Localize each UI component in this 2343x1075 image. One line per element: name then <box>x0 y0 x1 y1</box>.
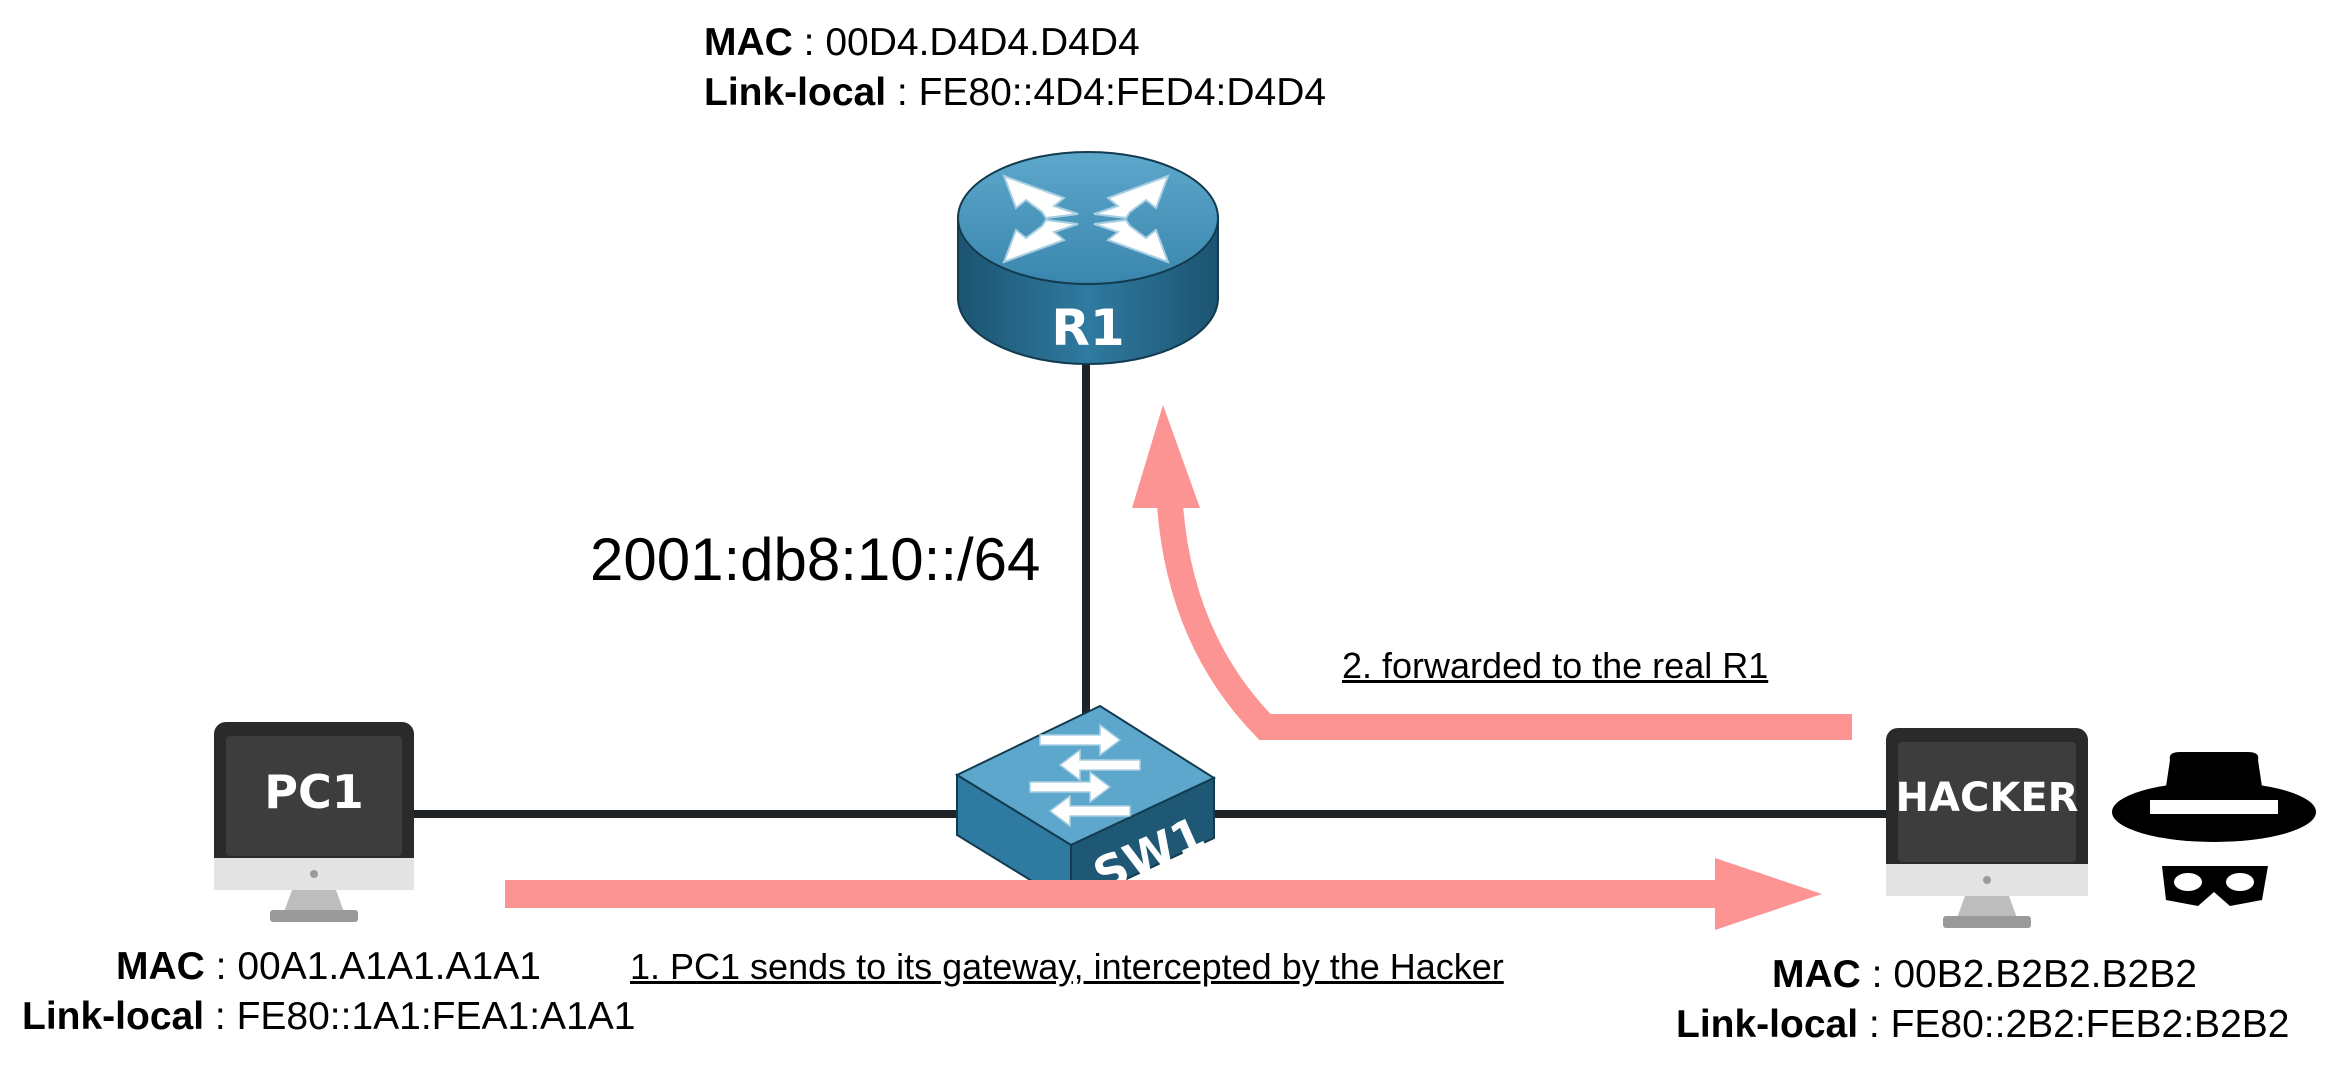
pc1-mac-key: MAC <box>116 945 205 988</box>
pc1-mac-line: MAC : 00A1.A1A1.A1A1 <box>116 945 541 988</box>
pc1-name: PC1 <box>264 765 363 819</box>
router-r1-icon: R1 <box>957 151 1219 365</box>
router-mac: 00D4.D4D4.D4D4 <box>825 21 1140 64</box>
pc1-icon: PC1 <box>214 722 414 922</box>
flow-arrow-hacker-to-r1 <box>1132 405 1852 740</box>
hacker-name: HACKER <box>1896 775 2079 821</box>
pc1-linklocal-line: Link-local : FE80::1A1:FEA1:A1A1 <box>22 995 636 1038</box>
step1-note: 1. PC1 sends to its gateway, intercepted… <box>630 946 1504 987</box>
hacker-linklocal: FE80::2B2:FEB2:B2B2 <box>1890 1003 2290 1046</box>
router-linklocal-line: Link-local : FE80::4D4:FED4:D4D4 <box>704 71 1327 114</box>
hacker-mac-line: MAC : 00B2.B2B2.B2B2 <box>1772 953 2197 996</box>
flow-arrow-pc1-to-hacker <box>505 858 1822 930</box>
hacker-linklocal-line: Link-local : FE80::2B2:FEB2:B2B2 <box>1676 1003 2290 1046</box>
router-name: R1 <box>1051 299 1124 357</box>
router-ll-key: Link-local <box>704 71 887 114</box>
router-mac-line: MAC : 00D4.D4D4.D4D4 <box>704 21 1140 64</box>
step2-note: 2. forwarded to the real R1 <box>1342 645 1769 686</box>
pc1-ll-key: Link-local <box>22 995 205 1038</box>
pc1-mac: 00A1.A1A1.A1A1 <box>237 945 541 988</box>
switch-sw1-icon: SW1 <box>954 704 1217 907</box>
hacker-mac-key: MAC <box>1772 953 1861 996</box>
router-mac-key: MAC <box>704 21 793 64</box>
hacker-ll-key: Link-local <box>1676 1003 1859 1046</box>
subnet-label: 2001:db8:10::/64 <box>590 526 1041 593</box>
spy-icon <box>2112 752 2316 906</box>
hacker-mac: 00B2.B2B2.B2B2 <box>1893 953 2197 996</box>
pc1-linklocal: FE80::1A1:FEA1:A1A1 <box>236 995 636 1038</box>
router-linklocal: FE80::4D4:FED4:D4D4 <box>918 71 1327 114</box>
hacker-pc-icon: HACKER <box>1886 728 2088 928</box>
